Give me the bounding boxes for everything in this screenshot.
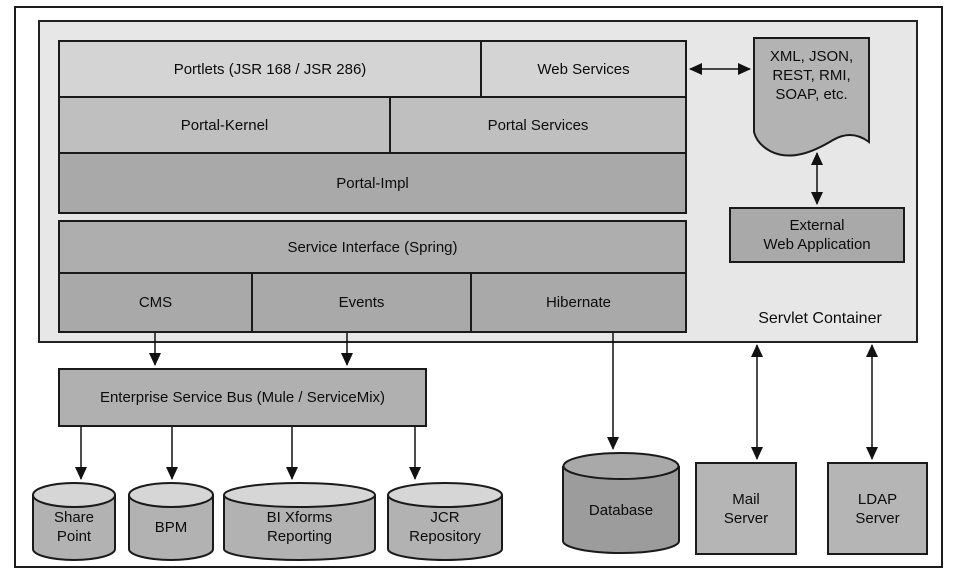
layer-web-services-label: Web Services: [537, 60, 630, 78]
ewa-line2: Web Application: [763, 236, 871, 253]
database-label: Database: [562, 485, 680, 535]
mail-server-line1: Mail: [732, 490, 760, 508]
bpm-line1: BPM: [154, 518, 188, 536]
bi-xforms-line2: Reporting: [266, 528, 333, 545]
cylinder-top: [562, 452, 680, 480]
sharepoint-cylinder: [32, 482, 116, 561]
cylinder-top: [223, 482, 376, 508]
ldap-server-line2: Server: [855, 509, 900, 527]
database-cylinder: [562, 452, 680, 554]
bi-xforms-cylinder: [223, 482, 376, 561]
layer-service-interface-label: Service Interface (Spring): [287, 238, 458, 256]
layer-portal-impl: Portal-Impl: [58, 152, 687, 214]
jcr-line2: Repository: [409, 528, 481, 545]
layer-hibernate: Hibernate: [470, 272, 687, 333]
jcr-cylinder: [387, 482, 503, 561]
cylinder-top: [387, 482, 503, 508]
bi-xforms-line1: BI Xforms: [266, 509, 333, 526]
protocols-line3: SOAP, etc.: [775, 86, 848, 103]
servlet-container-label: Servlet Container: [758, 310, 882, 327]
sharepoint-line1: Share: [53, 509, 95, 526]
protocols-line2: REST, RMI,: [772, 67, 851, 84]
cylinder-top: [128, 482, 214, 508]
mail-server-box: Mail Server: [695, 462, 797, 555]
esb-box: Enterprise Service Bus (Mule / ServiceMi…: [58, 368, 427, 427]
cylinder-body: [387, 495, 503, 561]
ldap-server-line1: LDAP: [857, 490, 898, 508]
protocols-document-shape: [753, 37, 870, 157]
cylinder-top: [32, 482, 116, 508]
bi-xforms-label: BI Xforms Reporting: [223, 502, 376, 552]
layer-portlets-label: Portlets (JSR 168 / JSR 286): [173, 60, 367, 78]
protocols-document-text: XML, JSON, REST, RMI, SOAP, etc.: [753, 47, 870, 104]
mail-server-line2: Server: [723, 509, 769, 527]
layer-portal-kernel-label: Portal-Kernel: [180, 116, 269, 134]
jcr-label: JCR Repository: [387, 502, 503, 552]
layer-service-interface: Service Interface (Spring): [58, 220, 687, 274]
layer-portal-impl-label: Portal-Impl: [336, 174, 409, 192]
cylinder-body: [128, 495, 214, 561]
layer-cms: CMS: [58, 272, 253, 333]
protocols-line1: XML, JSON,: [769, 48, 854, 65]
cylinder-body: [32, 495, 116, 561]
cylinder-body: [223, 495, 376, 561]
layer-portal-services: Portal Services: [389, 96, 687, 154]
bpm-cylinder: [128, 482, 214, 561]
sharepoint-line2: Point: [56, 528, 92, 545]
esb-label: Enterprise Service Bus (Mule / ServiceMi…: [99, 389, 386, 406]
external-web-application-box: External Web Application: [729, 207, 905, 263]
ewa-line1: External: [789, 217, 845, 234]
database-line1: Database: [588, 501, 654, 519]
layer-cms-label: CMS: [138, 294, 173, 311]
bpm-label: BPM: [128, 502, 214, 552]
cylinder-body: [562, 466, 680, 554]
document-icon: [753, 37, 870, 157]
layer-portal-services-label: Portal Services: [487, 116, 589, 134]
layer-events-label: Events: [338, 294, 385, 311]
sharepoint-label: Share Point: [32, 502, 116, 552]
jcr-line1: JCR: [430, 509, 460, 526]
layer-hibernate-label: Hibernate: [545, 294, 612, 311]
ldap-server-box: LDAP Server: [827, 462, 928, 555]
layer-events: Events: [251, 272, 472, 333]
